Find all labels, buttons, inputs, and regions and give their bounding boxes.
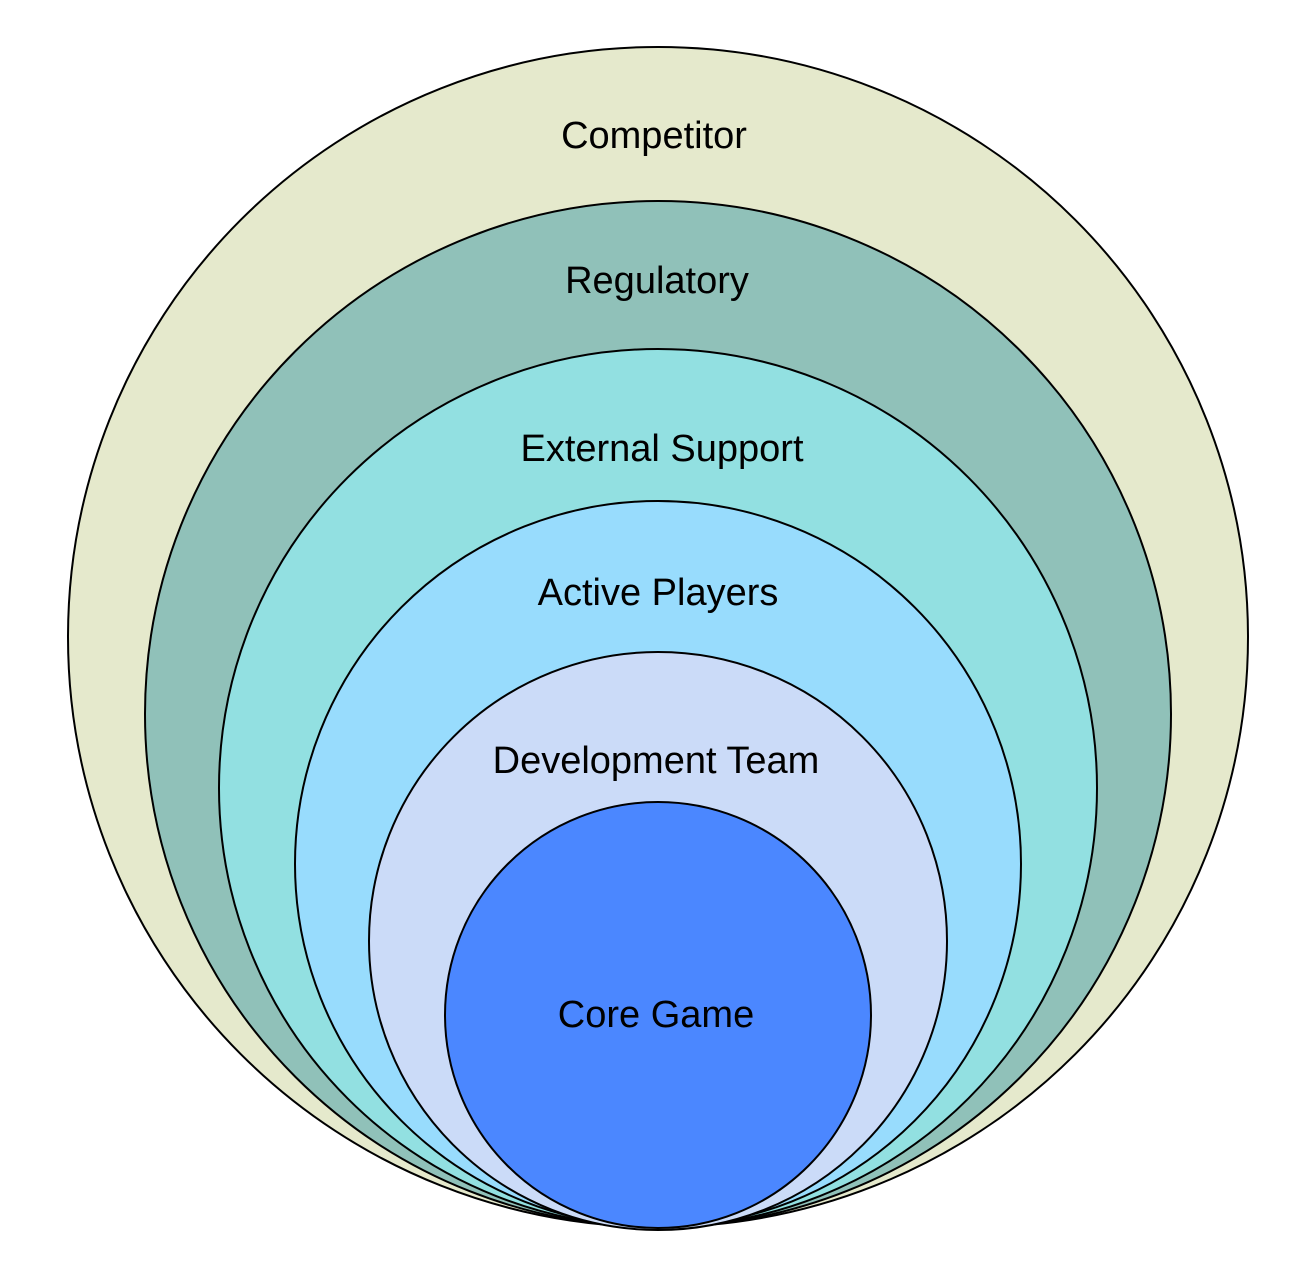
ring-core-game-label: Core Game [558,994,754,1036]
ring-active-players-label: Active Players [538,572,779,614]
ring-core-game-circle [444,801,872,1229]
ring-regulatory-label: Regulatory [565,260,749,302]
ring-external-support-label: External Support [520,428,803,470]
ring-competitor-label: Competitor [561,115,747,157]
ring-development-team-label: Development Team [493,740,820,782]
ring-core-game: Core Game [444,801,872,1229]
